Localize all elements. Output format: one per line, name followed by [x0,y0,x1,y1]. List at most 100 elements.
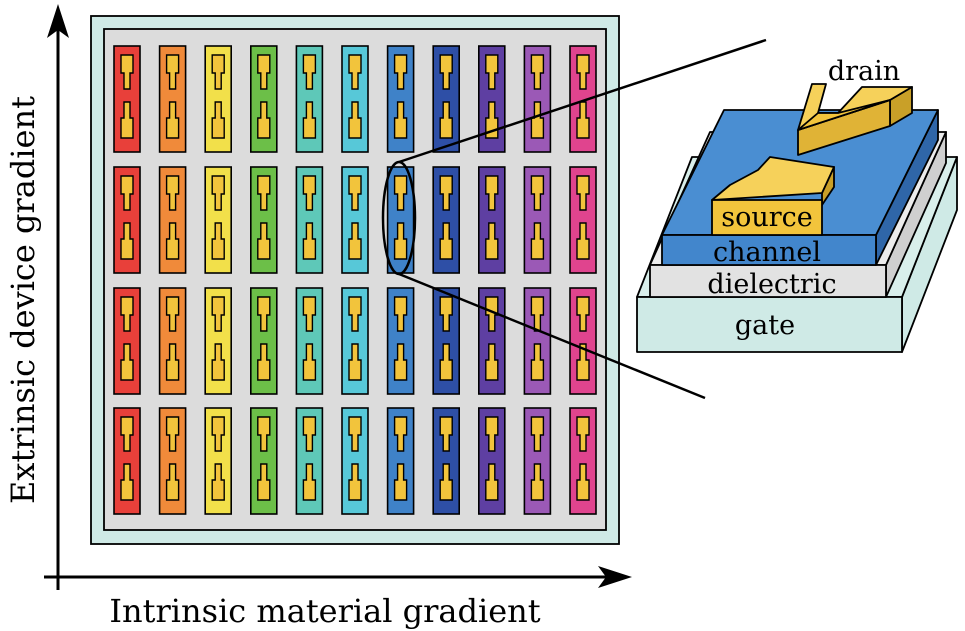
device-bottom-contact [211,101,225,139]
device-bottom-contact [576,101,590,139]
device-cell [523,166,552,274]
device-bottom-contact [348,222,362,260]
device-bottom-contact [257,222,271,260]
device-top-contact [393,175,408,211]
device-top-contact [165,296,180,332]
device-top-contact [211,416,225,452]
device-bottom-contact [257,343,271,381]
device-cell [477,287,506,395]
source-electrode: source [711,156,835,236]
device-cell [523,407,552,515]
device-bottom-contact [302,222,317,260]
device-top-contact [576,296,590,332]
device-cell [250,166,278,274]
device-cell [341,45,369,153]
device-top-contact [348,54,362,90]
device-top-contact [439,54,453,90]
device-top-contact [257,296,271,332]
device-top-contact [393,296,408,332]
device-cell [432,287,461,395]
device-top-contact [165,54,180,90]
device-top-contact [120,416,134,452]
device-bottom-contact [165,463,180,501]
device-top-contact [576,54,590,90]
device-top-contact [485,54,499,90]
device-bottom-contact [439,101,453,139]
device-top-contact [211,54,225,90]
device-cell [204,166,232,274]
y-axis-arrow-icon [47,4,69,38]
device-cell [295,166,324,274]
device-bottom-contact [393,343,408,381]
device-top-contact [485,296,499,332]
transistor-stack: gate dielectric channel drain [636,56,958,353]
device-cell [250,407,278,515]
device-top-contact [302,175,317,211]
device-top-contact [576,175,590,211]
device-bottom-contact [530,463,545,501]
x-axis-label: Intrinsic material gradient [109,592,540,630]
device-bottom-contact [393,463,408,501]
drain-electrode: drain [797,56,913,156]
device-cell [341,407,369,515]
device-top-contact [348,416,362,452]
device-bottom-contact [120,101,134,139]
device-top-contact [165,175,180,211]
device-cell [158,166,187,274]
device-bottom-contact [211,343,225,381]
device-top-contact [439,175,453,211]
device-cell [569,45,597,153]
device-top-contact [530,416,545,452]
device-top-contact [485,175,499,211]
device-cell [113,45,141,153]
device-top-contact [211,296,225,332]
zoom-line-bottom [398,272,706,400]
device-bottom-contact [485,343,499,381]
device-bottom-contact [393,101,408,139]
device-bottom-contact [257,463,271,501]
device-top-contact [530,54,545,90]
device-top-contact [257,54,271,90]
device-bottom-contact [348,101,362,139]
device-cell [477,407,506,515]
device-cell [113,166,141,274]
source-label: source [721,202,813,233]
device-cell [113,407,141,515]
device-top-contact [439,416,453,452]
drain-label: drain [828,56,900,87]
device-bottom-contact [302,343,317,381]
device-cell [250,45,278,153]
device-top-contact [485,416,499,452]
device-top-contact [120,296,134,332]
device-top-contact [302,416,317,452]
device-cell [386,287,415,395]
device-grid [113,45,597,515]
device-top-contact [393,54,408,90]
device-cell [432,166,461,274]
device-cell [341,166,369,274]
device-cell [569,287,597,395]
gate-label: gate [735,310,795,341]
device-bottom-contact [530,343,545,381]
device-bottom-contact [302,463,317,501]
device-bottom-contact [439,343,453,381]
device-cell [295,407,324,515]
device-bottom-contact [211,222,225,260]
device-bottom-contact [348,343,362,381]
device-top-contact [393,416,408,452]
device-cell [295,45,324,153]
device-top-contact [348,175,362,211]
device-top-contact [165,416,180,452]
device-top-contact [439,296,453,332]
device-bottom-contact [393,222,408,260]
device-bottom-contact [576,222,590,260]
device-cell [295,287,324,395]
device-bottom-contact [165,222,180,260]
device-cell [386,166,415,274]
device-cell [113,287,141,395]
x-axis-arrow-icon [598,566,632,588]
device-bottom-contact [530,222,545,260]
device-top-contact [530,175,545,211]
zoom-callout [381,38,767,400]
